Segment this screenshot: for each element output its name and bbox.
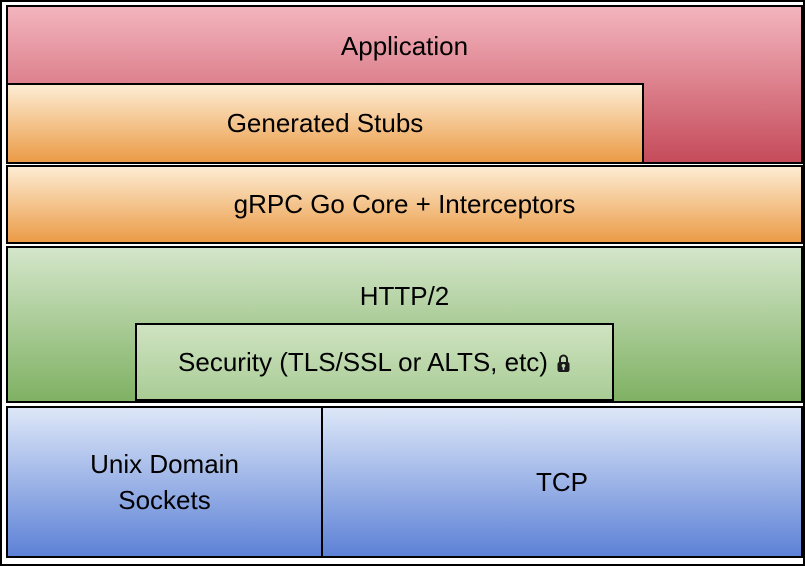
application-label: Application xyxy=(340,30,469,61)
http2-label: HTTP/2 xyxy=(359,280,450,311)
http2-label-area: HTTP/2 xyxy=(8,248,801,344)
lock-icon xyxy=(557,354,570,372)
layer-generated-stubs: Generated Stubs xyxy=(6,83,644,164)
layer-grpc-core: gRPC Go Core + Interceptors xyxy=(6,165,803,244)
unix-domain-sockets-label: Unix Domain Sockets xyxy=(90,449,239,515)
tcp-label: TCP xyxy=(536,466,588,497)
application-label-area: Application xyxy=(8,7,801,85)
security-label: Security (TLS/SSL or ALTS, etc) xyxy=(178,346,548,377)
layer-security: Security (TLS/SSL or ALTS, etc) xyxy=(135,323,614,401)
grpc-core-label: gRPC Go Core + Interceptors xyxy=(233,189,576,219)
layer-tcp: TCP xyxy=(323,406,803,558)
generated-stubs-label: Generated Stubs xyxy=(226,108,424,138)
layer-unix-domain-sockets: Unix Domain Sockets xyxy=(6,406,323,558)
